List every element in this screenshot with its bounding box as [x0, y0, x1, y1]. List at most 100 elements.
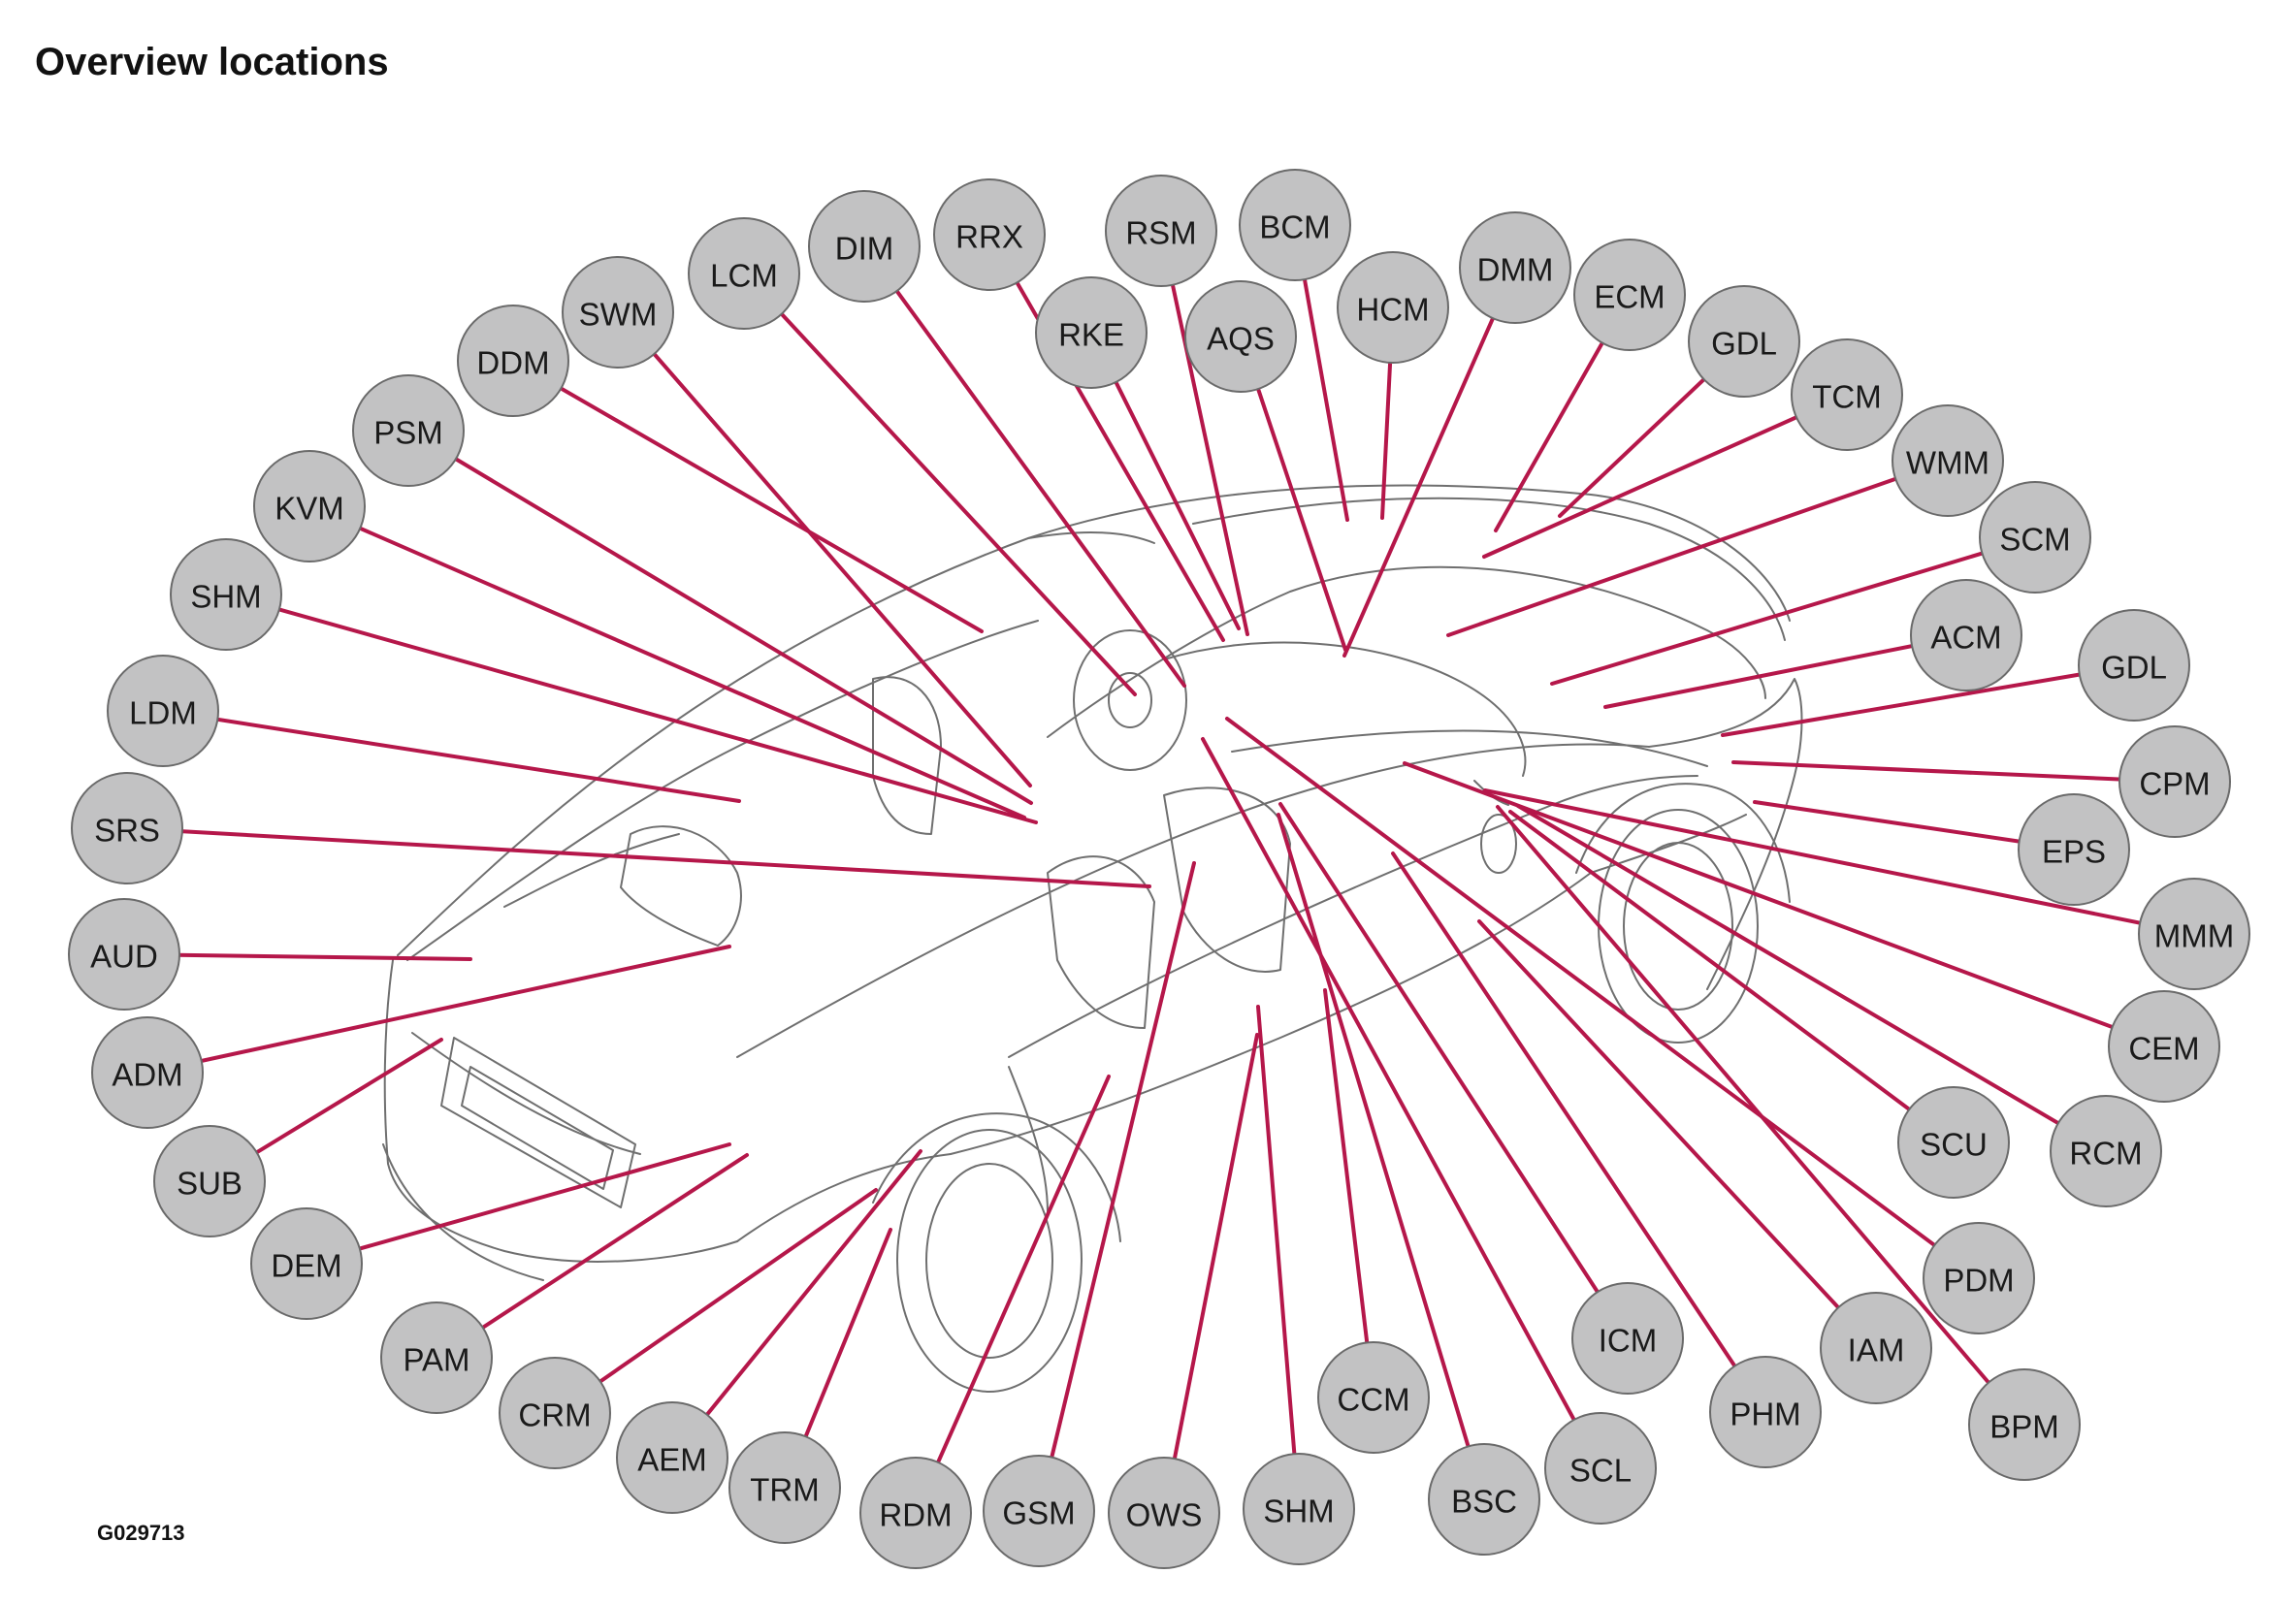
module-badge-ddm: DDM: [457, 305, 569, 417]
badge-circle: [1105, 175, 1217, 287]
module-label: CRM: [518, 1397, 591, 1433]
module-label: SWM: [579, 297, 658, 333]
leader-line-psm: [406, 429, 1033, 805]
module-badge-crm: CRM: [499, 1357, 611, 1469]
leader-line-swm: [616, 310, 1032, 787]
badge-circle: [2118, 725, 2231, 838]
module-badge-scu: SCU: [1897, 1086, 2010, 1199]
module-badge-wmm: WMM: [1892, 404, 2004, 517]
car-outline-drawing: [382, 484, 1803, 1393]
module-badge-aud: AUD: [68, 898, 180, 1011]
leader-line-ldm: [161, 709, 741, 803]
badge-circle: [457, 305, 569, 417]
badge-circle: [1791, 338, 1903, 451]
module-label: SUB: [177, 1166, 243, 1202]
module-label: RKE: [1058, 317, 1124, 353]
badge-circle: [2050, 1095, 2162, 1207]
badge-circle: [253, 450, 366, 562]
module-badge-icm: ICM: [1571, 1282, 1684, 1395]
badge-circle: [153, 1125, 266, 1237]
module-label: SRS: [94, 813, 160, 849]
module-label: HCM: [1356, 292, 1429, 328]
module-label: RSM: [1125, 215, 1196, 251]
badge-circle: [2138, 878, 2250, 990]
module-badge-ows: OWS: [1108, 1457, 1220, 1569]
module-label: AEM: [637, 1442, 707, 1478]
badge-circle: [71, 772, 183, 884]
module-badge-eps: EPS: [2018, 793, 2130, 906]
leader-line-ows: [1162, 1033, 1259, 1515]
module-badge-scm: SCM: [1979, 481, 2091, 594]
badge-circle: [933, 178, 1046, 291]
badge-circle: [1910, 579, 2022, 691]
badge-circle: [1239, 169, 1351, 281]
module-badge-kvm: KVM: [253, 450, 366, 562]
leader-line-aem: [670, 1149, 922, 1460]
module-label: TRM: [750, 1472, 819, 1508]
module-badge-sub: SUB: [153, 1125, 266, 1237]
badge-circle: [1317, 1341, 1430, 1454]
badge-circle: [1571, 1282, 1684, 1395]
module-badge-rsm: RSM: [1105, 175, 1217, 287]
leader-line-dim: [862, 244, 1186, 688]
figure-id: G029713: [97, 1521, 185, 1545]
leader-line-dmm: [1342, 266, 1517, 658]
module-badge-scl: SCL: [1544, 1412, 1657, 1525]
module-label: GDL: [1711, 326, 1777, 362]
badge-circle: [1979, 481, 2091, 594]
module-label: ECM: [1594, 279, 1665, 315]
module-badge-rcm: RCM: [2050, 1095, 2162, 1207]
leader-line-scl: [1201, 737, 1602, 1470]
module-label: DMM: [1477, 252, 1554, 288]
module-label: PSM: [373, 415, 443, 451]
badge-circle: [983, 1455, 1095, 1567]
module-badge-pam: PAM: [380, 1301, 493, 1414]
module-label: DIM: [835, 231, 894, 267]
module-label: RRX: [955, 219, 1023, 255]
badge-circle: [1108, 1457, 1220, 1569]
badge-circle: [2018, 793, 2130, 906]
badge-circle: [616, 1401, 728, 1514]
badge-circle: [2078, 609, 2190, 722]
module-label: LDM: [129, 695, 197, 731]
leader-line-cem: [1403, 761, 2166, 1048]
module-badge-srs: SRS: [71, 772, 183, 884]
module-badge-acm: ACM: [1910, 579, 2022, 691]
module-badge-bcm: BCM: [1239, 169, 1351, 281]
module-badges: RSM BCM RRX DIM LCM SWM DDM PSM KVM SHM LDM SRS AUD A…: [68, 169, 2250, 1569]
leader-line-tcm: [1482, 393, 1849, 559]
module-label: SCM: [1999, 522, 2070, 558]
module-label: SCL: [1569, 1453, 1632, 1489]
module-badge-dim: DIM: [808, 190, 921, 303]
badge-circle: [1968, 1368, 2081, 1481]
module-label: TCM: [1812, 379, 1881, 415]
module-badge-rrx: RRX: [933, 178, 1046, 291]
leader-line-kvm: [307, 504, 1026, 819]
module-label: EPS: [2042, 834, 2106, 870]
leader-line-rdm: [914, 1075, 1111, 1515]
badge-circle: [1184, 280, 1297, 393]
badge-circle: [1035, 276, 1148, 389]
module-badge-dmm: DMM: [1459, 211, 1571, 324]
module-label: BSC: [1451, 1484, 1517, 1520]
leader-line-icm: [1278, 802, 1630, 1340]
leader-line-rsm: [1159, 229, 1249, 636]
module-badge-rke: RKE: [1035, 276, 1148, 389]
leader-line-acm: [1603, 633, 1968, 709]
module-badge-bpm: BPM: [1968, 1368, 2081, 1481]
module-badge-lcm: LCM: [688, 217, 800, 330]
module-label: ICM: [1599, 1323, 1658, 1359]
badge-circle: [1820, 1292, 1932, 1404]
module-badge-ccm: CCM: [1317, 1341, 1430, 1454]
badge-circle: [499, 1357, 611, 1469]
badge-circle: [250, 1207, 363, 1320]
module-label: PHM: [1730, 1397, 1800, 1432]
module-badge-pdm: PDM: [1923, 1222, 2035, 1334]
module-badge-shm: SHM: [170, 538, 282, 651]
badge-circle: [2108, 990, 2220, 1103]
module-badge-swm: SWM: [562, 256, 674, 369]
badge-circle: [1709, 1356, 1822, 1468]
leader-line-aud: [122, 952, 472, 961]
module-label: KVM: [275, 491, 344, 527]
